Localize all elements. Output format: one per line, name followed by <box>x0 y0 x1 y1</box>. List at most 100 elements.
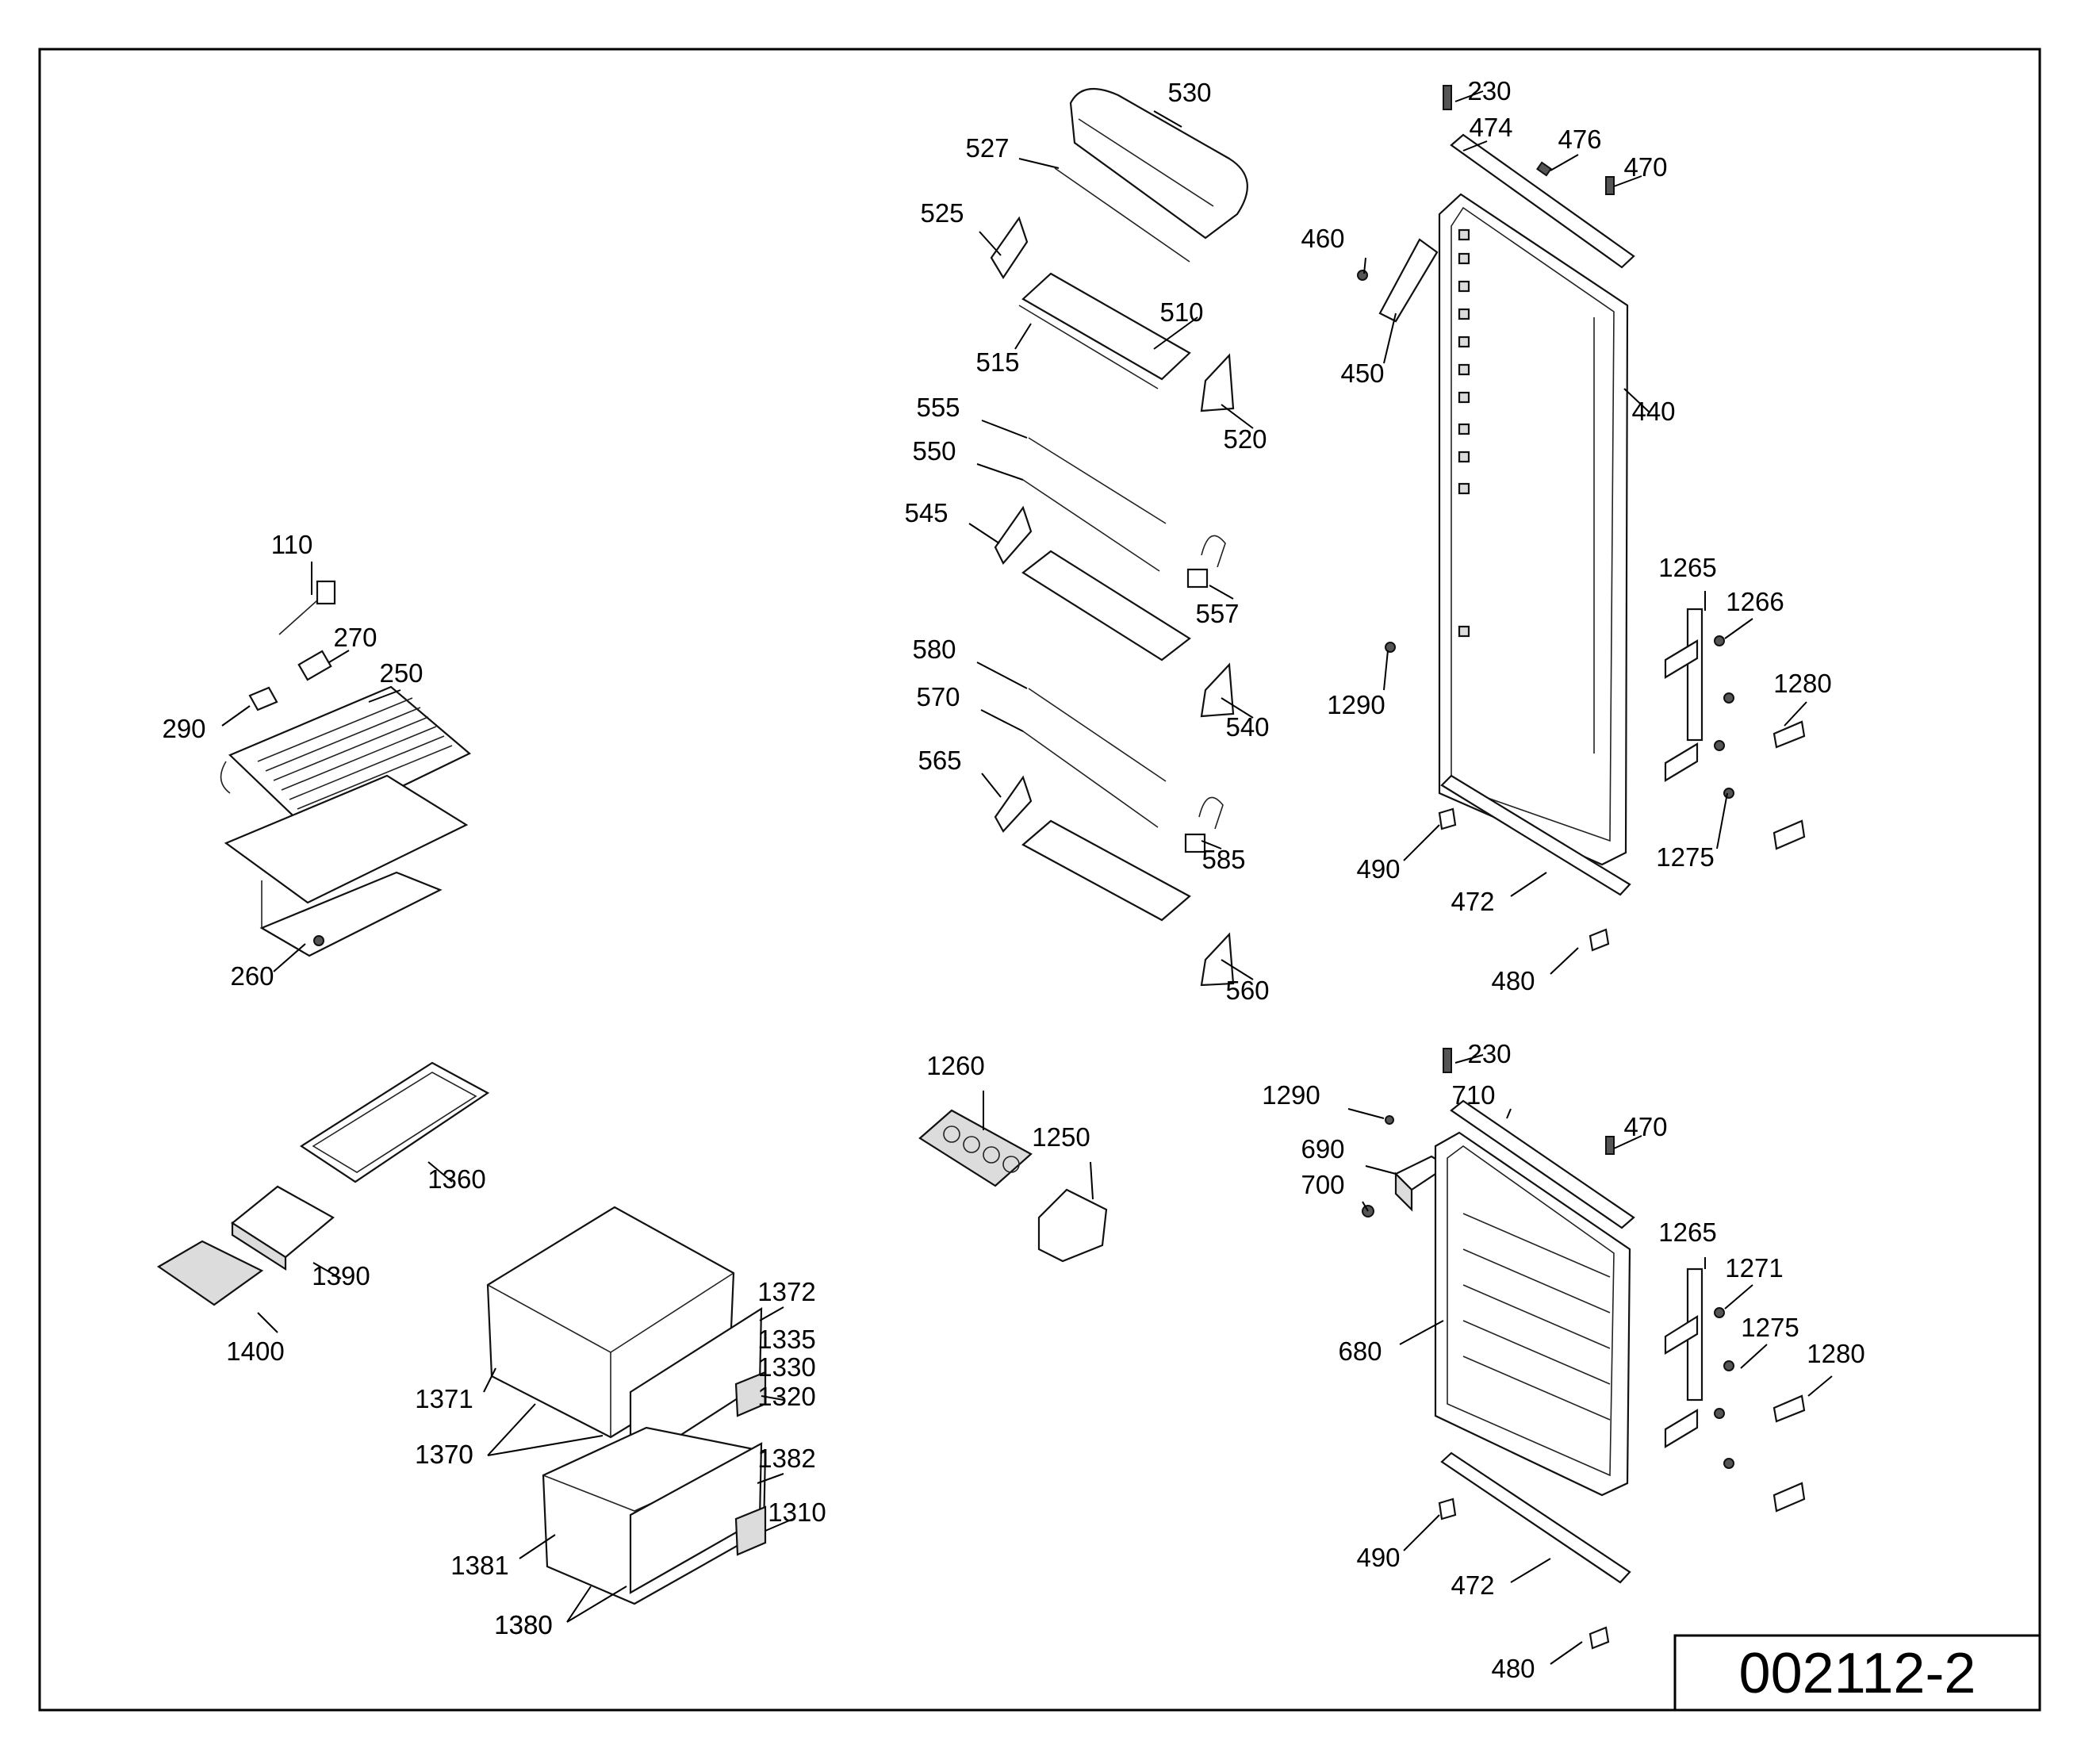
callout-leader <box>487 1435 604 1456</box>
callout-leader <box>980 709 1024 732</box>
callout-label: 472 <box>1451 1570 1494 1600</box>
callout-leader <box>1454 90 1484 102</box>
callout-label: 1335 <box>757 1325 815 1354</box>
callout-label: 1266 <box>1726 587 1784 616</box>
callout-leader <box>1363 257 1366 274</box>
callout-leader <box>981 773 1002 798</box>
callout-leader <box>1153 110 1182 128</box>
callout-leader <box>427 1161 453 1183</box>
callout-label: 470 <box>1623 1112 1667 1141</box>
callout-leader <box>1365 1165 1397 1175</box>
callout-leader <box>1613 1135 1642 1149</box>
callout-leader <box>765 1518 794 1532</box>
callout-leader <box>257 1312 278 1333</box>
callout-leader <box>1506 1108 1512 1119</box>
callout-leader <box>759 1306 784 1321</box>
callout-label: 480 <box>1491 1654 1535 1683</box>
callout-label: 290 <box>162 714 205 743</box>
callout-leader <box>368 689 401 703</box>
callout-label: 527 <box>965 133 1009 163</box>
callout-label: 1360 <box>427 1164 485 1194</box>
callout-leader <box>1383 650 1389 691</box>
callout-leader <box>1740 1344 1768 1369</box>
callout-leader <box>1014 323 1032 350</box>
callout-label: 1370 <box>415 1440 473 1469</box>
shelf-group <box>918 87 1248 1263</box>
callout-label: 460 <box>1301 224 1344 253</box>
callout-label: 490 <box>1356 854 1400 884</box>
callout-label: 1265 <box>1658 553 1716 582</box>
callout-label: 1290 <box>1262 1080 1320 1110</box>
callout-label: 1275 <box>1741 1313 1799 1342</box>
callout-leader <box>1221 404 1254 429</box>
callout-label: 1280 <box>1807 1339 1864 1368</box>
callout-label: 700 <box>1301 1170 1344 1199</box>
callout-leader <box>312 1262 342 1279</box>
callout-leader <box>1623 388 1650 413</box>
callout-label: 520 <box>1223 424 1267 454</box>
callout-label: 560 <box>1225 976 1269 1005</box>
callout-label: 440 <box>1631 397 1675 426</box>
callout-label: 1390 <box>312 1261 370 1290</box>
callout-leader <box>1613 175 1642 187</box>
callout-label: 1271 <box>1725 1253 1783 1283</box>
callout-label: 580 <box>912 635 956 664</box>
callout-leader <box>979 231 1002 256</box>
callout-label: 525 <box>920 198 964 228</box>
callout-leader <box>968 523 1000 544</box>
callout-leader <box>487 1403 536 1456</box>
callout-leader <box>1383 313 1397 364</box>
callout-leader <box>566 1586 592 1623</box>
callout-label: 545 <box>904 498 948 527</box>
callout-label: 472 <box>1451 887 1494 916</box>
callout-label: 1260 <box>926 1051 984 1080</box>
callout-labels: 5305275255105155205555505455575805705655… <box>162 76 1864 1683</box>
callout-leader <box>1510 872 1547 897</box>
callout-leader <box>1454 1054 1484 1064</box>
callout-leader <box>1724 1284 1753 1310</box>
upper-door-group <box>1357 85 1806 952</box>
callout-leader <box>1153 316 1198 350</box>
callout-leader <box>566 1586 627 1623</box>
callout-label: 480 <box>1491 966 1535 995</box>
callout-leader <box>328 650 350 663</box>
lower-door-group <box>1362 1048 1806 1650</box>
callout-leader <box>1209 585 1234 600</box>
callout-label: 490 <box>1356 1543 1400 1572</box>
callout-leader <box>1221 697 1254 719</box>
callout-leader <box>1550 154 1579 171</box>
callout-leader <box>1462 140 1488 151</box>
callout-leader <box>1090 1161 1094 1200</box>
callout-leader <box>1201 840 1222 849</box>
callout-label: 1265 <box>1658 1218 1716 1247</box>
callout-label: 1382 <box>757 1444 815 1473</box>
callout-leader <box>1018 158 1060 169</box>
title-block <box>1673 1634 2041 1712</box>
callout-label: 250 <box>379 658 423 688</box>
callout-leader <box>1807 1375 1833 1397</box>
callout-label: 680 <box>1338 1336 1382 1366</box>
callout-label: 1290 <box>1327 690 1385 719</box>
callout-leader <box>1403 824 1440 861</box>
callout-label: 450 <box>1340 359 1384 388</box>
callout-label: 1400 <box>226 1336 284 1366</box>
callout-label: 555 <box>916 393 960 422</box>
callout-leader <box>976 463 1024 481</box>
callout-label: 515 <box>975 347 1019 377</box>
callout-label: 1380 <box>494 1610 552 1639</box>
callout-leader <box>1550 1641 1583 1665</box>
callout-leader <box>1221 959 1254 980</box>
callout-leader <box>757 1473 784 1484</box>
callout-label: 1280 <box>1773 669 1831 698</box>
callout-leader <box>981 420 1028 439</box>
callout-leader <box>1399 1320 1444 1345</box>
callout-label: 570 <box>916 682 960 711</box>
callout-label: 230 <box>1467 76 1511 105</box>
drawing-frame <box>38 48 2041 1712</box>
callout-label: 474 <box>1469 113 1512 142</box>
callout-label: 1380 <box>494 1610 552 1639</box>
callout-label: 1310 <box>768 1497 826 1527</box>
callout-label: 550 <box>912 436 956 466</box>
callout-label: 557 <box>1195 599 1239 628</box>
